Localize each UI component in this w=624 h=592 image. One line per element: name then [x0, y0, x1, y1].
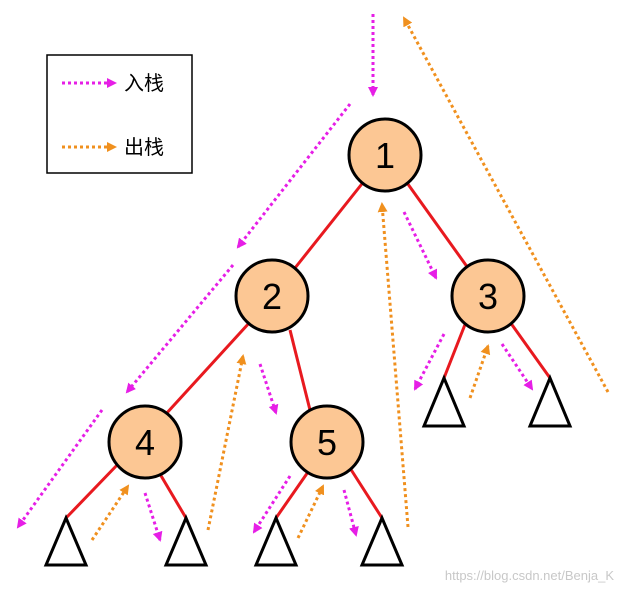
- edge-4-rightleaf: [158, 473, 188, 519]
- tree-node-3: 3: [450, 258, 526, 334]
- null-leaf-triangle: [421, 374, 467, 428]
- legend-push-label: 入栈: [124, 71, 164, 95]
- push-arrow: [413, 333, 446, 391]
- push-arrow: [143, 492, 163, 542]
- node-label-5: 5: [317, 422, 337, 463]
- pop-arrow: [468, 344, 491, 399]
- pop-arrow: [377, 202, 410, 528]
- tree-nodes: 1 2 3 4 5: [107, 117, 526, 480]
- edge-4-leftleaf: [64, 460, 122, 520]
- edge-1-3: [403, 179, 470, 269]
- push-arrows: [16, 14, 534, 542]
- node-label-1: 1: [375, 135, 395, 176]
- push-arrow: [258, 363, 279, 415]
- pop-arrow: [402, 16, 610, 393]
- null-leaf-triangle: [163, 514, 209, 567]
- pop-arrow: [206, 354, 247, 531]
- push-arrow: [402, 211, 438, 280]
- legend-pop-label: 出栈: [124, 135, 164, 159]
- push-arrow: [16, 409, 104, 529]
- edge-3-rightleaf: [508, 321, 552, 379]
- edge-2-4: [163, 320, 252, 417]
- tree-node-5: 5: [289, 404, 365, 480]
- push-arrow: [236, 103, 352, 249]
- null-leaf-triangle: [527, 374, 573, 428]
- edge-3-leftleaf: [442, 321, 468, 379]
- edge-2-5: [288, 329, 312, 411]
- null-leaf-triangle: [253, 514, 299, 567]
- legend-box: [46, 54, 193, 174]
- null-leaf-triangle: [43, 514, 89, 567]
- pop-arrow: [90, 484, 130, 541]
- push-arrow: [252, 475, 292, 534]
- push-arrow: [125, 264, 235, 394]
- legend: 入栈 出栈: [46, 54, 193, 174]
- edge-5-rightleaf: [348, 467, 384, 519]
- push-arrow: [342, 489, 359, 537]
- null-leaves: [43, 374, 573, 567]
- node-label-4: 4: [135, 422, 155, 463]
- edge-1-2: [293, 179, 367, 269]
- watermark: https://blog.csdn.net/Benja_K: [445, 568, 614, 583]
- node-label-3: 3: [478, 276, 498, 317]
- null-leaf-triangle: [359, 514, 405, 567]
- pop-arrows: [90, 16, 610, 541]
- edge-5-leftleaf: [274, 471, 310, 519]
- push-arrow: [500, 343, 534, 391]
- tree-node-4: 4: [107, 404, 183, 480]
- pop-arrow: [296, 484, 325, 539]
- tree-node-1: 1: [347, 117, 423, 193]
- node-label-2: 2: [262, 276, 282, 317]
- tree-edges: [64, 179, 552, 520]
- tree-node-2: 2: [234, 258, 310, 334]
